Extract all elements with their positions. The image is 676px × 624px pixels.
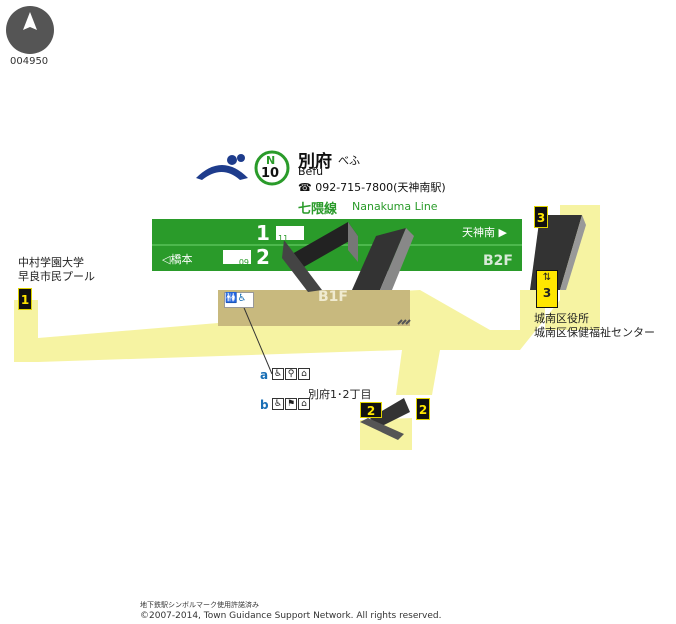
platform-1-number: 1 [256,221,270,245]
stairs-shapes [282,215,586,440]
house-icon: ⌂ [298,398,310,410]
taxi-icon: ⚑ [285,398,297,410]
elevator-icon: ⇅ [542,272,552,283]
wheelchair-icon: ♿ [237,293,247,304]
station-name: 別府 [298,152,332,172]
exit-2-badge-upper: 2 [416,398,430,420]
house-icon: ⌂ [298,368,310,380]
car-marker-09: 09 [238,258,249,267]
exit-b-facility-icons: ♿ ⚑ ⌂ [272,398,310,410]
exit-2-badge-lower: 2 [360,402,382,418]
exit-letter-a: a [260,368,269,382]
floor-label-b2f: B2F [483,253,513,269]
line-name: 七隈線 [298,202,338,217]
facility-icons: 🚻♿ [224,292,254,308]
station-romaji: Befu [298,165,324,178]
platform-2-direction: ◁橋本 [162,253,193,266]
exit-3-badge: 3 [534,206,548,228]
credit-symbol-permission: 地下鉄駅シンボルマーク使用許諾済み [140,601,259,609]
exit-1-destination: 中村学園大学 早良市民プール [18,256,95,284]
exit-2-destination: 別府1･2丁目 [308,388,372,401]
station-kana: べふ [338,154,360,167]
exit-1-badge: 1 [18,288,32,310]
exit-a-facility-icons: ♿ ⚲ ⌂ [272,368,310,380]
elevator-sign: ⇅ 3 [536,270,558,308]
platform-2-car-marker: 09 [223,250,251,267]
station-number-letter: N [266,154,276,167]
floor-label-b1f: B1F [318,289,348,305]
station-phone: ☎ 092-715-7800(天神南駅) [298,181,446,194]
concourse-b1f [218,290,410,326]
north-compass-icon [6,6,54,54]
platform-2-number: 2 [256,245,270,269]
stroller-icon: ⚲ [285,368,297,380]
wheelchair-icon: ♿ [272,398,284,410]
exit-3-destination: 城南区役所 城南区保健福祉センター [534,312,655,340]
map-id: 004950 [10,56,49,67]
restroom-icon: 🚻 [225,293,238,304]
exit-1-destination-text: 中村学園大学 早良市民プール [18,256,95,283]
platform-1-car-marker: 11 [276,226,304,243]
exit-3-destination-text: 城南区役所 城南区保健福祉センター [534,312,655,339]
car-marker-11: 11 [278,234,289,243]
station-number-digits: 10 [261,166,280,181]
credit-copyright: ©2007-2014, Town Guidance Support Networ… [140,611,442,621]
line-romaji: Nanakuma Line [352,200,438,213]
exit-letter-b: b [260,398,269,412]
station-number-circle [254,150,290,186]
subway-logo [196,154,248,180]
elevator-exit-number: 3 [542,286,552,300]
wheelchair-icon: ♿ [272,368,284,380]
platform-1-direction: 天神南 ▶ [462,226,507,239]
